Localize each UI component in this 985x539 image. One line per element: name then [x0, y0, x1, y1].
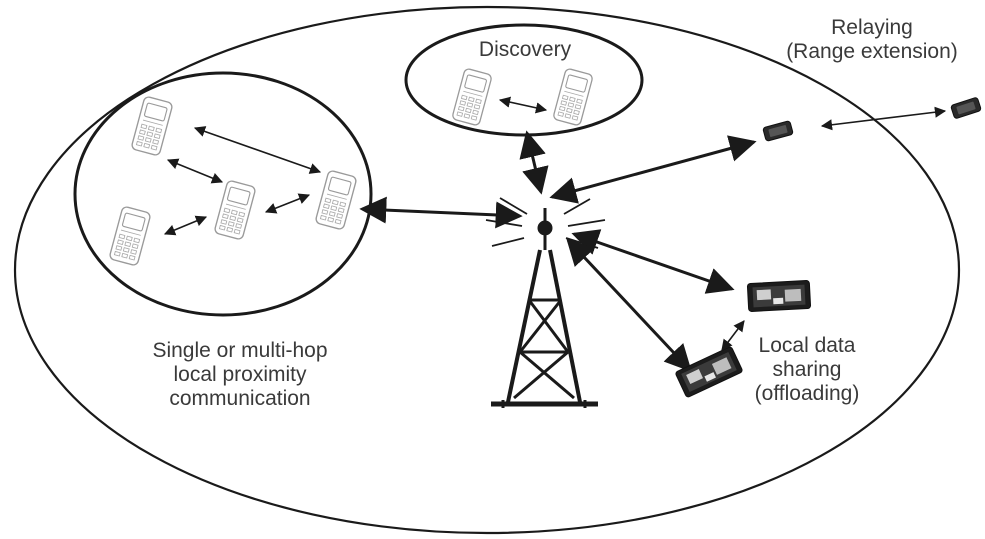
local-sharing-label-line2: sharing [772, 358, 842, 381]
relaying-label-line1: Relaying [831, 16, 913, 39]
cell-tower-icon [485, 197, 606, 408]
proximity-label: Single or multi-hop local proximity comm… [110, 339, 370, 411]
cell-coverage-ellipse [13, 5, 961, 535]
discovery-arrow [498, 96, 548, 114]
relaying-label: Relaying (Range extension) [762, 16, 982, 64]
feature-phone-icon [108, 205, 152, 267]
proximity-group-circle [73, 71, 373, 317]
relay-device-icon [950, 96, 982, 120]
proximity-label-line3: communication [169, 387, 311, 410]
feature-phone-icon [130, 95, 174, 157]
feature-phone-icon [552, 67, 594, 127]
discovery-label: Discovery [470, 38, 580, 62]
local-sharing-label-line1: Local data [758, 334, 856, 357]
local-sharing-label-line3: (offloading) [754, 382, 860, 405]
proximity-label-line1: Single or multi-hop [152, 339, 328, 362]
cellular-links [359, 130, 757, 372]
feature-phone-icon [213, 179, 257, 241]
feature-phone-icon [451, 67, 493, 127]
relay-device-icon [762, 120, 794, 142]
proximity-arrows [163, 126, 322, 236]
feature-phone-icon [314, 169, 358, 231]
relaying-label-line2: (Range extension) [786, 40, 958, 63]
tablet-icon [746, 279, 812, 313]
sharing-arrow [721, 320, 745, 351]
tablet-icon [674, 345, 744, 399]
relay-arrow [820, 106, 947, 131]
local-sharing-label: Local data sharing (offloading) [742, 334, 872, 406]
proximity-label-line2: local proximity [173, 363, 307, 386]
discovery-label-text: Discovery [478, 38, 572, 61]
